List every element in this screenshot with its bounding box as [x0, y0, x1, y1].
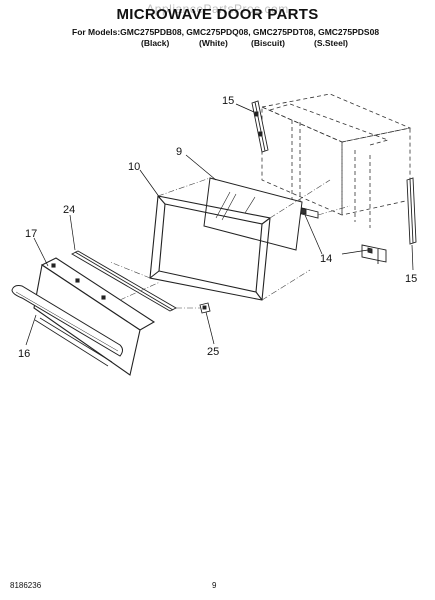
callout-25: 25: [207, 346, 219, 358]
window-glass: [203, 177, 303, 251]
color-label-steel: (S.Steel): [314, 38, 349, 48]
callout-15-lower: 15: [405, 273, 417, 285]
hinge-strip-upper: [251, 100, 269, 153]
color-label-biscuit: (Biscuit): [251, 38, 285, 48]
color-label-black: (Black): [141, 38, 170, 48]
leader-lines: [25, 103, 414, 346]
callout-17: 17: [25, 228, 37, 240]
callout-15-upper: 15: [222, 95, 234, 107]
door-handle: [11, 285, 123, 367]
assembly-guide-lines: [109, 177, 351, 309]
models-line: For Models:GMC275PDB08, GMC275PDQ08, GMC…: [72, 27, 380, 37]
latch-bracket-lower: [361, 244, 387, 264]
callout-16: 16: [18, 348, 30, 360]
watermark: AppliancePartsPros.com: [146, 2, 289, 16]
document-number: 8186236: [10, 581, 42, 590]
page-title: MICROWAVE DOOR PARTS: [116, 6, 319, 23]
callout-9: 9: [176, 146, 182, 158]
page-number: 9: [212, 581, 217, 590]
hinge-strip-lower: [406, 177, 417, 245]
clip-part: [199, 302, 211, 314]
callout-24: 24: [63, 204, 75, 216]
callout-10: 10: [128, 161, 140, 173]
callout-14: 14: [320, 253, 332, 265]
color-label-white: (White): [199, 38, 228, 48]
